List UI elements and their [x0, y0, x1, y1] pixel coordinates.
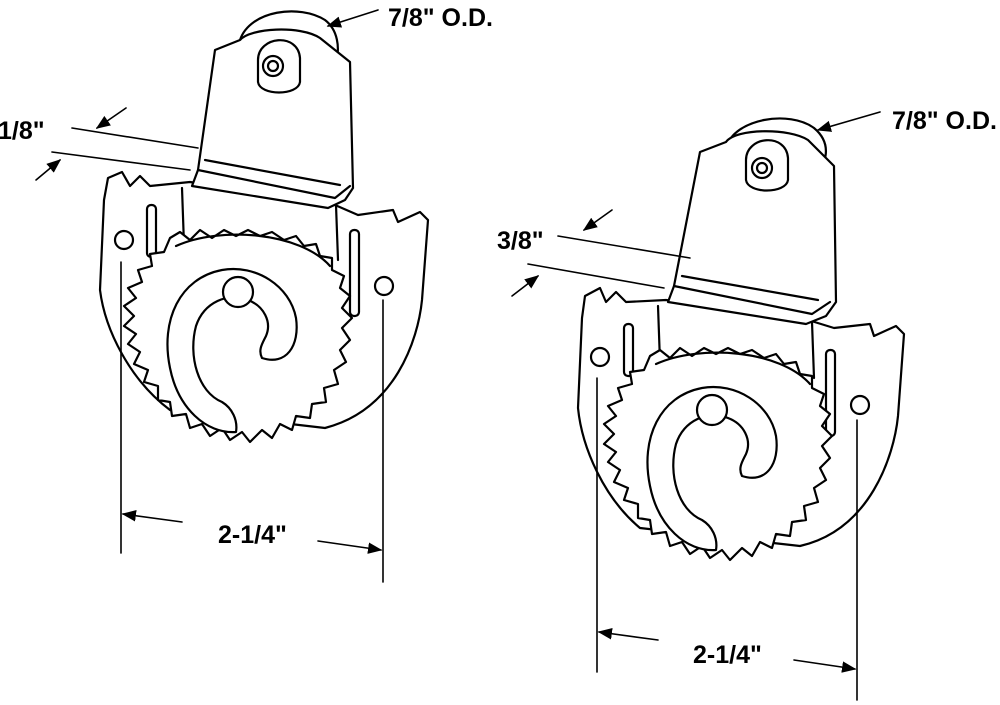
left-slot-1 [145, 203, 158, 259]
right-crescent-slot [646, 385, 778, 552]
left-bracket-assembly: 7/8" O.D. 1/8" 2-1/4" [0, 4, 493, 583]
right-mount-hole-2 [849, 394, 871, 416]
left-offset-label: 1/8" [0, 117, 45, 145]
left-width-label: 2-1/4" [218, 521, 287, 549]
right-roller-od-label: 7/8" O.D. [892, 107, 997, 135]
left-offset-arrow-bottom [35, 159, 62, 181]
right-width-label: 2-1/4" [693, 641, 762, 669]
right-mount-hole-1 [589, 346, 611, 368]
left-od-leader [326, 9, 379, 28]
left-mount-hole-1 [113, 229, 135, 251]
left-width-arrow-left [121, 510, 183, 523]
left-mount-hole-2 [373, 275, 395, 297]
left-slot-2 [348, 228, 361, 318]
right-slot-1 [622, 322, 635, 378]
right-od-leader [816, 111, 881, 132]
left-width-arrow-right [317, 540, 383, 554]
left-roller-od-label: 7/8" O.D. [388, 4, 493, 32]
right-offset-label: 3/8" [497, 227, 544, 255]
right-slot-2 [824, 348, 837, 438]
right-offset-arrow-bottom [511, 275, 540, 297]
right-width-arrow-right [793, 659, 857, 673]
right-axle-pin [695, 393, 729, 427]
right-tab-hole [744, 139, 790, 192]
left-tab [190, 28, 355, 210]
right-bracket-assembly: 7/8" O.D. 3/8" 2-1/4" [497, 107, 997, 701]
right-width-arrow-left [597, 628, 659, 641]
left-tab-hole [256, 39, 302, 94]
right-offset-arrow-top [582, 209, 613, 231]
left-axle-pin [221, 275, 255, 309]
left-crescent-slot [166, 267, 298, 434]
left-offset-arrow-top [95, 107, 127, 129]
